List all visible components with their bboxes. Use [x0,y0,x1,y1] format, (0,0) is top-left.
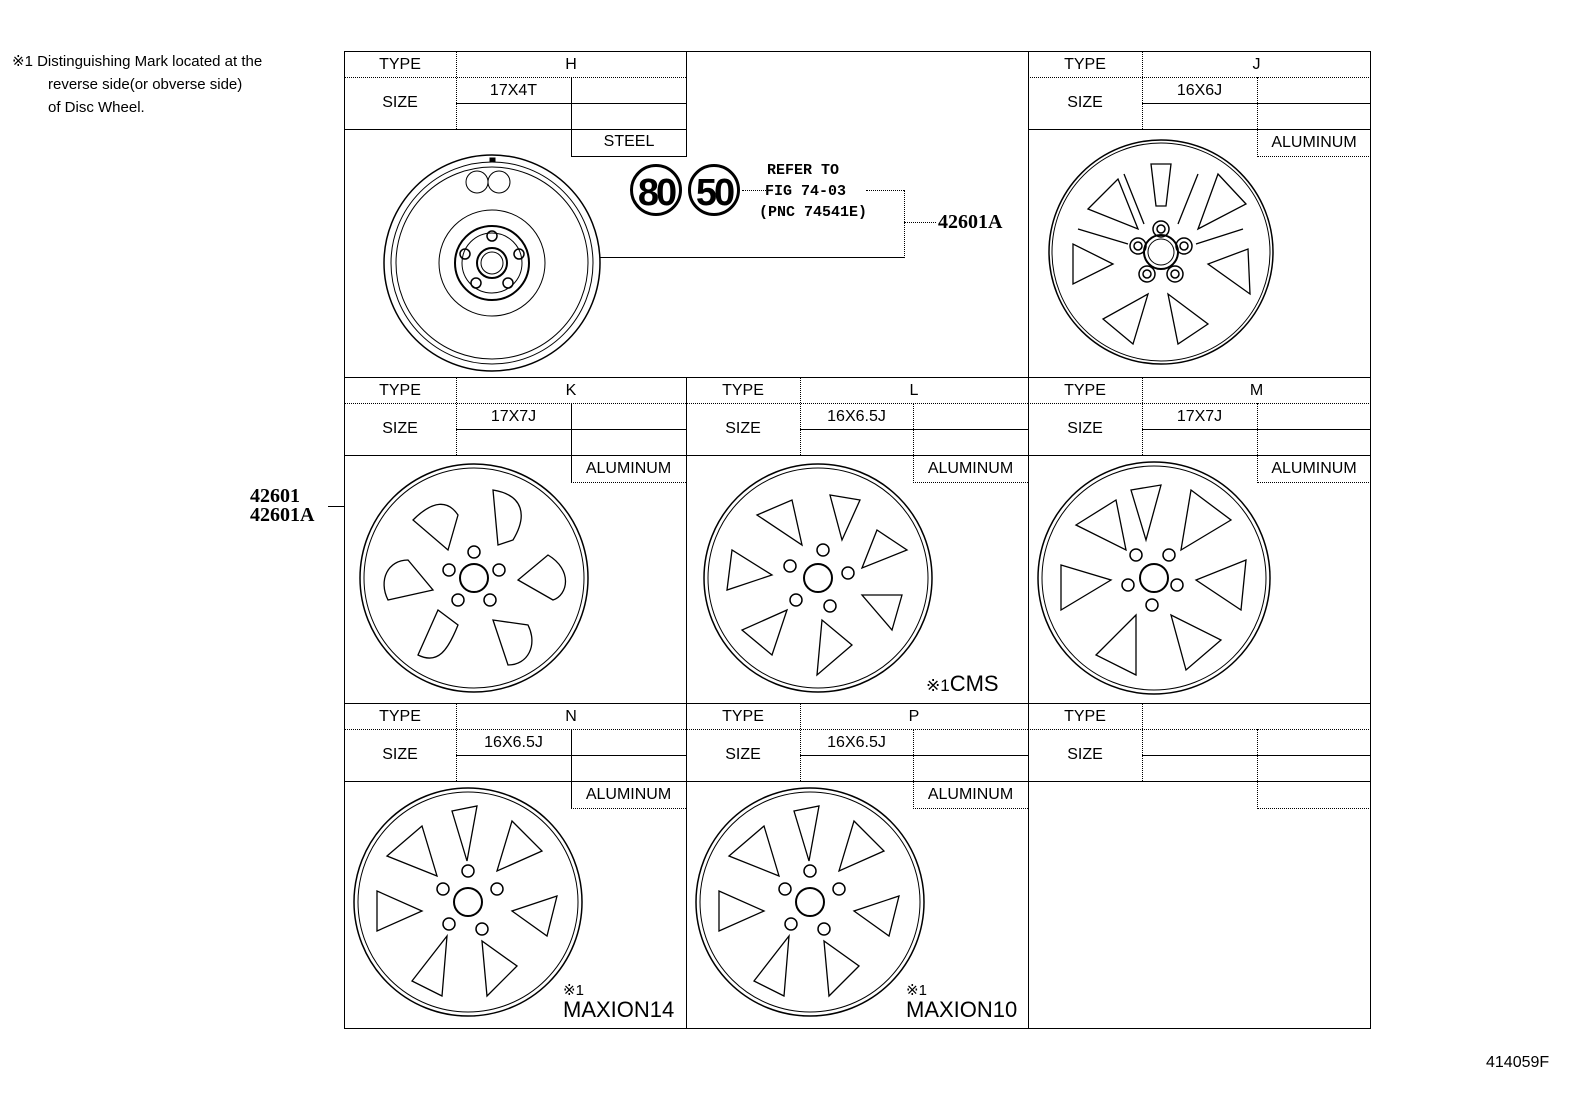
material-label: ALUMINUM [927,786,1014,803]
illustration-id: 414059F [1486,1054,1550,1071]
part-number-42601a-ref[interactable]: 42601A [938,211,1003,233]
type-label: TYPE [1064,56,1106,73]
part-number-callout[interactable]: 42601 42601A [250,485,315,526]
footnote-line-3: of Disc Wheel. [48,99,145,116]
material-label: ALUMINUM [585,460,672,477]
type-value: L [909,382,919,399]
part-number-42601[interactable]: 42601 [250,485,300,507]
type-label: TYPE [1064,382,1106,399]
material-label: ALUMINUM [585,786,672,803]
size-label: SIZE [382,420,418,437]
footnote: ※1 Distinguishing Mark located at the re… [12,50,262,119]
size-label: SIZE [382,94,418,111]
size-value: 17X7J [1176,408,1223,425]
size-label: SIZE [382,746,418,763]
type-label: TYPE [722,382,764,399]
size-label: SIZE [725,746,761,763]
type-value: P [908,708,920,725]
size-value: 16X6.5J [827,734,886,751]
size-label: SIZE [1067,746,1103,763]
wheel-m-illustration [1037,461,1271,695]
type-value: N [565,708,577,725]
size-label: SIZE [1067,94,1103,111]
row-divider [344,703,1371,704]
size-label: SIZE [1067,420,1103,437]
type-value: J [1252,56,1261,73]
part-number-42601a[interactable]: 42601A [250,504,315,526]
type-value: H [565,56,577,73]
material-label: ALUMINUM [1271,460,1357,477]
size-value: 16X6.5J [827,408,886,425]
size-value: 17X7J [490,408,537,425]
type-value: M [1249,382,1264,399]
size-value: 17X4T [489,82,538,99]
wheel-n-illustration [353,787,583,1017]
row-divider [344,377,1371,378]
wheel-l-illustration [703,463,933,693]
refer-to-text[interactable]: REFER TO FIG 74-03 (PNC 74541E) [759,162,868,221]
type-label: TYPE [379,56,421,73]
type-label: TYPE [379,382,421,399]
wheel-k-illustration [359,463,589,693]
badge-50: 50 [688,164,740,216]
material-label: ALUMINUM [927,460,1014,477]
footnote-line-2: reverse side(or obverse side) [48,76,243,93]
footnote-line-1: ※1 Distinguishing Mark located at the [12,53,263,70]
size-value: 16X6J [1176,82,1223,99]
wheel-p-illustration [695,787,925,1017]
size-label: SIZE [725,420,761,437]
type-label: TYPE [1064,708,1106,725]
column-divider [1028,51,1029,1029]
distinguishing-mark: ※1CMS [926,671,999,696]
size-value: 16X6.5J [484,734,543,751]
wheel-h-spare-illustration [383,154,601,372]
type-label: TYPE [379,708,421,725]
leader-line [328,506,344,507]
type-label: TYPE [722,708,764,725]
badge-80: 80 [630,164,682,216]
material-label: ALUMINUM [1271,134,1357,151]
type-value: K [565,382,577,399]
wheel-j-illustration [1048,139,1274,365]
wheel-chart-frame [344,51,1371,1029]
